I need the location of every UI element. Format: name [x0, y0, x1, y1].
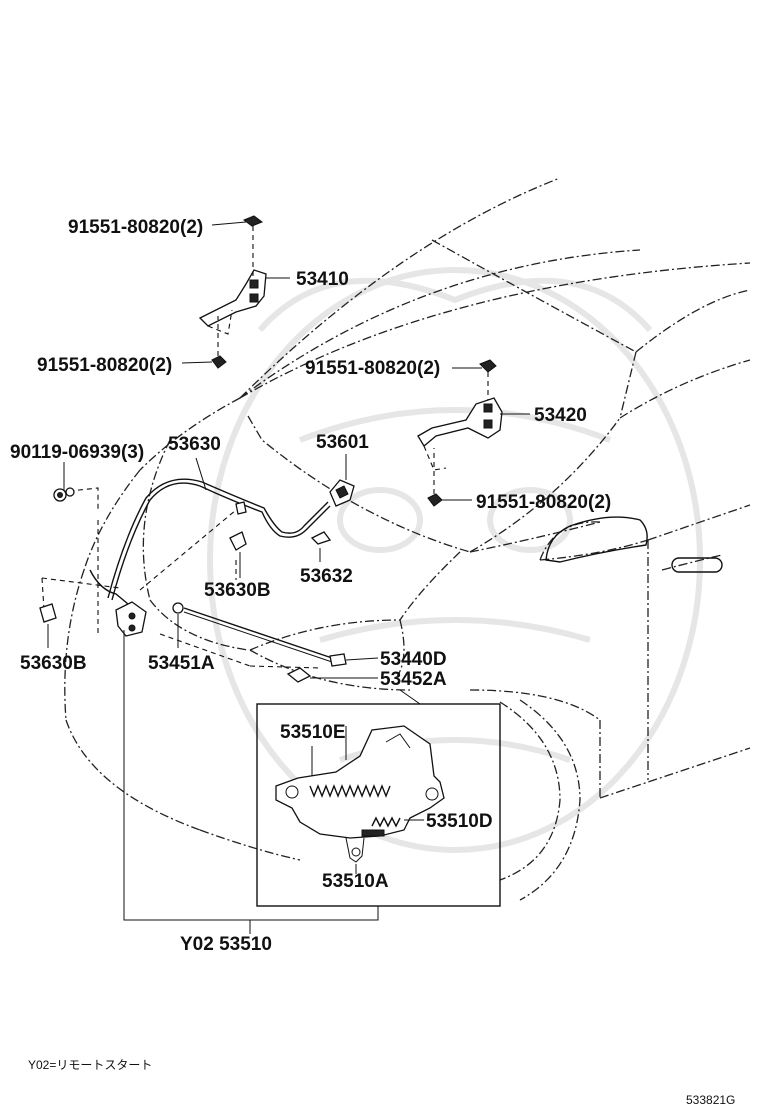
clamp-center [229, 531, 247, 551]
label-hinge-left: 53410 [296, 269, 349, 290]
hood-lock-small [115, 601, 147, 637]
rod-retainer [286, 667, 312, 683]
label-support-rod: 53451A [148, 653, 215, 674]
label-bolt-right-1: 91551-80820(2) [305, 358, 440, 379]
clip-screw [53, 487, 75, 502]
bolt-icon [211, 215, 264, 369]
label-rod-holder: 53440D [380, 649, 447, 670]
label-lever: 53601 [316, 432, 369, 453]
bracket-small [310, 531, 332, 545]
footnote: Y02=リモートスタート [28, 1058, 152, 1072]
door-handle [671, 557, 723, 573]
hood-hinge-left [198, 269, 267, 335]
label-bracket-small: 53632 [300, 566, 353, 587]
spring-icon [309, 784, 401, 828]
side-mirror [545, 516, 648, 563]
assembly-bracket [123, 630, 379, 934]
label-clamp-left: 53630B [20, 653, 87, 674]
label-bolt-right-2: 91551-80820(2) [476, 492, 611, 513]
hood-support-rod [172, 602, 339, 665]
hood-hinge-right [417, 397, 503, 471]
rod-holder [329, 653, 347, 667]
label-rod-retainer: 53452A [380, 669, 447, 690]
car-body-outline [64, 177, 751, 901]
label-hinge-right: 53420 [534, 405, 587, 426]
label-clamp-center: 53630B [204, 580, 271, 601]
label-lock-part-d: 53510D [426, 811, 493, 832]
leader-lines [47, 221, 530, 679]
label-bolt-top-left-1: 91551-80820(2) [68, 217, 203, 238]
label-cable: 53630 [168, 434, 221, 455]
label-bolt-top-left-2: 91551-80820(2) [37, 355, 172, 376]
clamp-left [39, 603, 57, 623]
label-clip-screw: 90119-06939(3) [10, 442, 144, 463]
label-assembly: Y02 53510 [180, 934, 272, 955]
diagram-id: 533821G [686, 1093, 735, 1107]
hood-release-cable [89, 478, 331, 605]
label-lock-part-a: 53510A [322, 871, 389, 892]
label-lock-part-e: 53510E [280, 722, 346, 743]
release-lever [329, 479, 355, 507]
